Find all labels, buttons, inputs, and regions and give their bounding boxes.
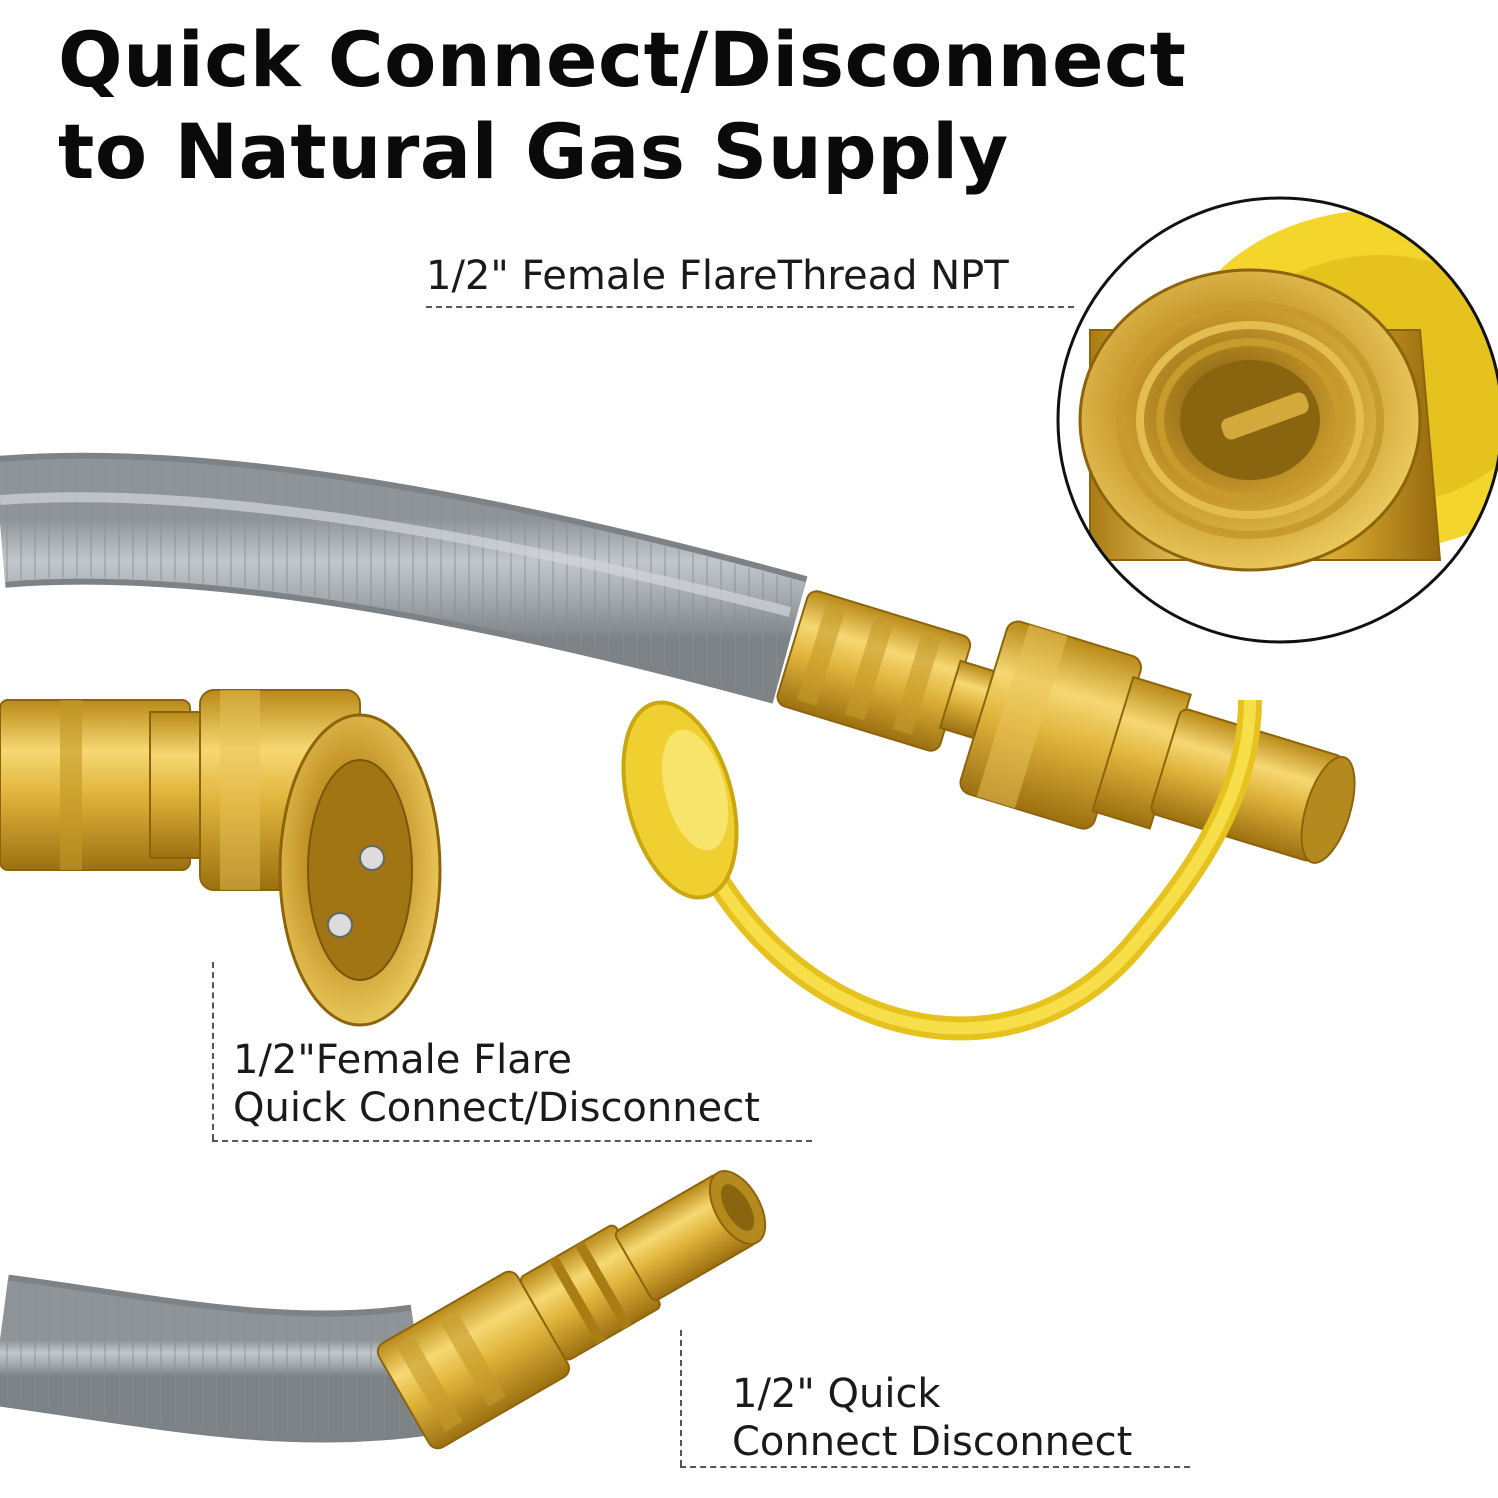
callout-female-flare: 1/2"Female Flare Quick Connect/Disconnec… bbox=[233, 1036, 760, 1132]
callout-quick-connect-line-2: Connect Disconnect bbox=[732, 1419, 1133, 1465]
callout-flare-thread-leader bbox=[426, 306, 1074, 308]
headline-line-2: to Natural Gas Supply bbox=[58, 107, 1009, 196]
callout-flare-thread: 1/2" Female FlareThread NPT bbox=[426, 252, 1009, 300]
callout-quick-connect-leader-horizontal bbox=[680, 1466, 1190, 1468]
callout-female-flare-line-2: Quick Connect/Disconnect bbox=[233, 1085, 760, 1131]
female-coupler bbox=[0, 689, 442, 1027]
callout-female-flare-leader-vertical bbox=[212, 962, 214, 1140]
callout-female-flare-leader-horizontal bbox=[212, 1140, 812, 1142]
callout-flare-thread-text: 1/2" Female FlareThread NPT bbox=[426, 253, 1009, 299]
upper-hose bbox=[0, 452, 808, 704]
callout-quick-connect-leader-vertical bbox=[680, 1330, 682, 1466]
callout-female-flare-line-1: 1/2"Female Flare bbox=[233, 1037, 572, 1083]
lower-hose bbox=[0, 1274, 430, 1443]
callout-quick-connect: 1/2" Quick Connect Disconnect bbox=[732, 1370, 1132, 1466]
connected-coupling bbox=[776, 590, 1356, 864]
flare-thread-detail bbox=[1056, 196, 1498, 644]
headline: Quick Connect/Disconnect to Natural Gas … bbox=[58, 14, 1186, 198]
callout-quick-connect-line-1: 1/2" Quick bbox=[732, 1371, 941, 1417]
headline-line-1: Quick Connect/Disconnect bbox=[58, 15, 1187, 104]
male-plug bbox=[376, 1170, 767, 1450]
dust-cap bbox=[621, 699, 1262, 1041]
